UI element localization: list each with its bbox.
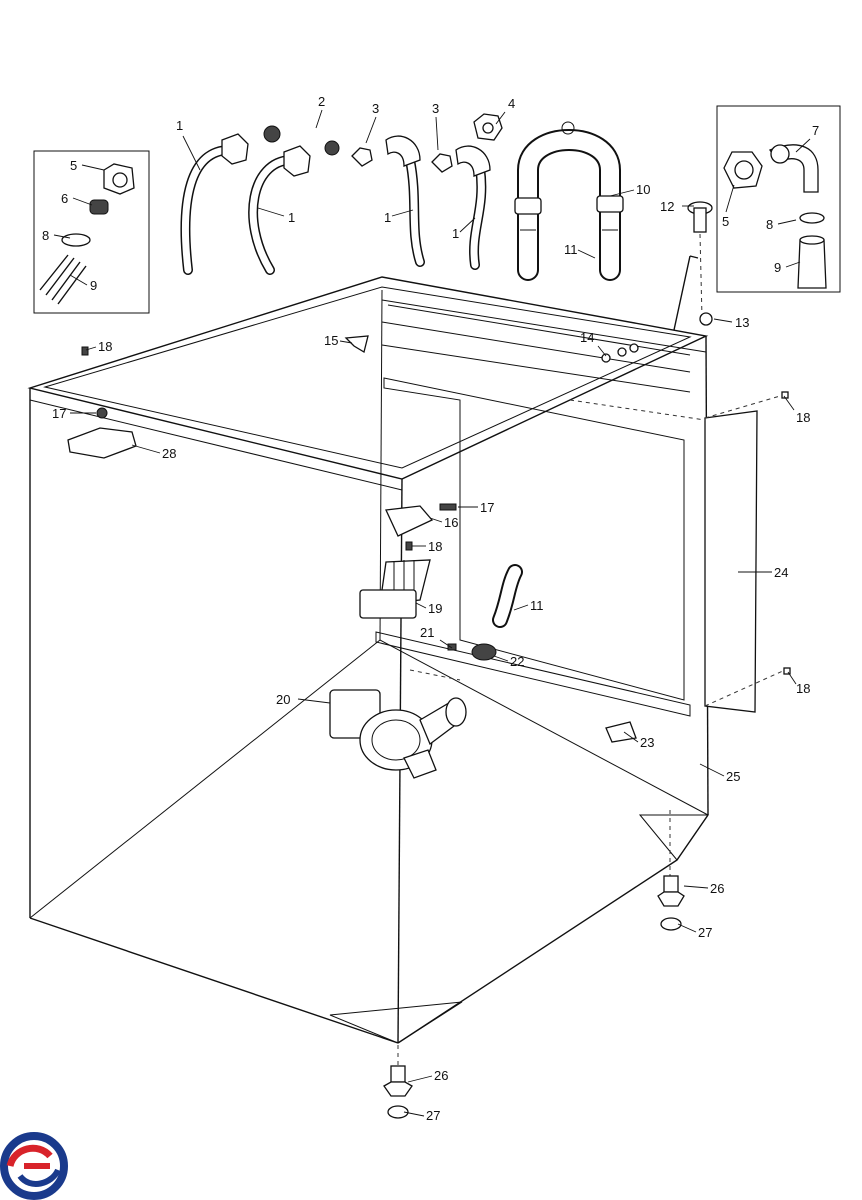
back-cover-panel — [569, 395, 786, 713]
inset-left-parts — [39, 163, 135, 305]
callout-label-c18b: 18 — [796, 410, 810, 425]
callout-label-c1b: 1 — [288, 210, 295, 225]
callout-label-c23: 23 — [640, 735, 654, 750]
cabinet-hardware — [67, 335, 791, 675]
callout-label-c8b: 8 — [766, 217, 773, 232]
callout-leader-c26b — [407, 1075, 433, 1083]
callout-leader-c1a — [182, 135, 201, 171]
leveling-feet — [383, 810, 685, 1119]
callout-label-c16: 16 — [444, 515, 458, 530]
callout-label-c14: 14 — [580, 330, 594, 345]
inset-right-parts — [723, 144, 827, 289]
callout-leader-c23 — [623, 731, 639, 743]
callout-label-c1c: 1 — [384, 210, 391, 225]
inner-drain-hose — [447, 564, 637, 743]
callout-leader-c1d — [459, 217, 476, 233]
callout-label-c5b: 5 — [722, 214, 729, 229]
callout-leader-c5a — [81, 164, 105, 171]
callout-leader-c3b — [435, 116, 439, 151]
callout-label-c11a: 11 — [564, 242, 578, 257]
callout-leader-c20 — [297, 698, 331, 704]
washers-and-nuts — [263, 113, 503, 173]
bolt-and-rod — [673, 201, 713, 331]
callout-leader-c8a — [53, 234, 71, 239]
callout-leader-c1b — [257, 207, 285, 217]
callout-leader-c25 — [699, 763, 725, 777]
callout-leader-c11a — [577, 249, 596, 259]
callout-label-c22: 22 — [510, 654, 524, 669]
callout-label-c21: 21 — [420, 625, 434, 640]
callout-label-c5a: 5 — [70, 158, 77, 173]
callout-leader-c19 — [415, 602, 427, 609]
callout-label-c10: 10 — [636, 182, 650, 197]
callout-leader-c28 — [131, 444, 161, 454]
inset-box-left — [33, 150, 150, 314]
callout-leader-c9b — [785, 261, 801, 268]
callout-label-c7: 7 — [812, 123, 819, 138]
callout-label-c20: 20 — [276, 692, 290, 707]
callout-label-c1a: 1 — [176, 118, 183, 133]
callout-label-c25: 25 — [726, 769, 740, 784]
callout-leader-c18d — [787, 671, 797, 685]
callout-leader-c13 — [713, 318, 733, 323]
cabinet-frame — [27, 276, 709, 1044]
callout-leader-c5b — [725, 184, 735, 213]
callout-leader-c21 — [439, 639, 453, 649]
callout-label-c27a: 27 — [698, 925, 712, 940]
callout-label-c3a: 3 — [372, 101, 379, 116]
drain-hose — [514, 121, 624, 281]
callout-label-c18d: 18 — [796, 681, 810, 696]
bracket-assemblies — [359, 503, 457, 619]
callout-label-c8a: 8 — [42, 228, 49, 243]
callout-label-c1d: 1 — [452, 226, 459, 241]
callout-leader-c2 — [315, 109, 323, 129]
brand-swirl-icon — [0, 1132, 68, 1200]
callout-label-c18a: 18 — [98, 339, 112, 354]
inlet-hoses — [180, 133, 491, 275]
callout-label-c18c: 18 — [428, 539, 442, 554]
callout-leader-c7 — [795, 138, 811, 153]
callout-leader-c8b — [777, 219, 797, 225]
callout-label-c27b: 27 — [426, 1108, 440, 1123]
callout-leader-c18b — [783, 395, 795, 411]
callout-leader-c26a — [683, 885, 709, 889]
callout-label-c24: 24 — [774, 565, 788, 580]
callout-label-c9a: 9 — [90, 278, 97, 293]
callout-label-c26a: 26 — [710, 881, 724, 896]
callout-leader-c10 — [609, 189, 635, 197]
callout-leader-c22 — [493, 655, 509, 662]
callout-label-c6: 6 — [61, 191, 68, 206]
callout-leader-c15 — [339, 340, 353, 344]
callout-label-c2: 2 — [318, 94, 325, 109]
callout-leader-c14 — [597, 345, 607, 357]
callout-label-c9b: 9 — [774, 260, 781, 275]
callout-label-c17a: 17 — [52, 406, 66, 421]
callout-label-c12: 12 — [660, 199, 674, 214]
callout-label-c3b: 3 — [432, 101, 439, 116]
callout-leader-c16 — [429, 517, 443, 523]
callout-leader-c27a — [677, 923, 697, 933]
callout-label-c13: 13 — [735, 315, 749, 330]
callout-label-c17b: 17 — [480, 500, 494, 515]
callout-label-c4: 4 — [508, 96, 515, 111]
callout-label-c11b: 11 — [530, 598, 544, 613]
callout-label-c15: 15 — [324, 333, 338, 348]
callout-leader-c4 — [495, 111, 506, 125]
callout-leader-c9a — [69, 274, 88, 286]
callout-label-c19: 19 — [428, 601, 442, 616]
callout-leader-c11b — [513, 604, 529, 611]
callout-leader-c1c — [391, 209, 414, 217]
callout-leader-c6 — [72, 197, 93, 206]
callout-leader-c27b — [403, 1111, 425, 1117]
callout-leader-c18a — [85, 346, 97, 351]
inset-box-right — [716, 105, 841, 293]
callout-label-c28: 28 — [162, 446, 176, 461]
callout-leader-c3a — [365, 116, 377, 144]
drain-pump — [329, 669, 467, 779]
callout-label-c26b: 26 — [434, 1068, 448, 1083]
